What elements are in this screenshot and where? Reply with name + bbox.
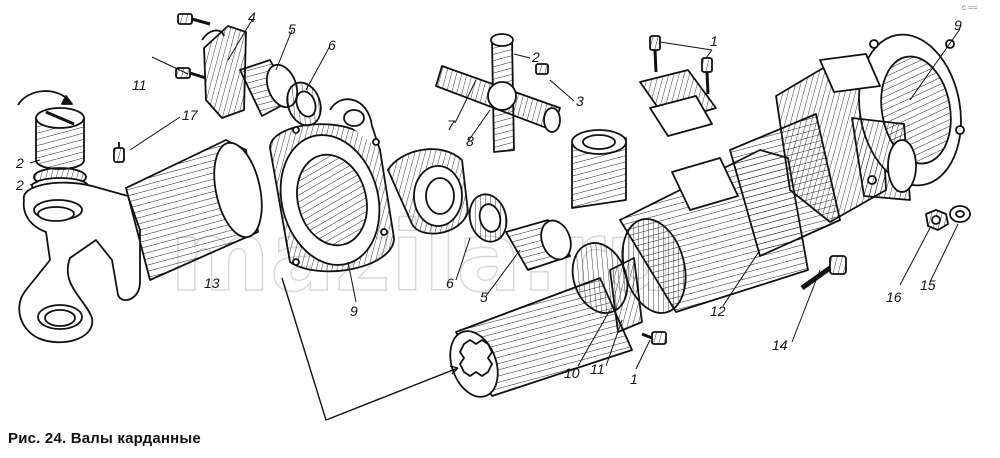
corner-mark: c ==: [962, 3, 978, 12]
callout-2-top: 2: [531, 49, 540, 65]
universal-joint-cross-7-8: [435, 33, 561, 153]
callout-leaders: [29, 19, 961, 370]
callout-5-centre: 5: [480, 289, 488, 305]
washer-15: [949, 205, 971, 223]
callout-3: 3: [576, 93, 584, 109]
grease-nipple-17: [113, 142, 125, 163]
lock-plate-top-right: [639, 69, 717, 137]
callout-12: 12: [710, 303, 726, 319]
callout-16: 16: [886, 289, 902, 305]
callout-17: 17: [182, 107, 199, 123]
callout-9-right: 9: [954, 17, 962, 33]
callout-7: 7: [447, 117, 456, 133]
bearing-cup-centre: [571, 129, 627, 209]
callout-6-top: 6: [328, 37, 336, 53]
callout-4: 4: [248, 9, 256, 25]
callout-1-bottom: 1: [630, 371, 638, 387]
callout-8: 8: [466, 133, 474, 149]
nut-16: [925, 209, 949, 231]
lock-plate-11-bottom: [609, 257, 643, 333]
callout-11-top: 11: [132, 77, 147, 93]
splined-shaft: [449, 277, 633, 398]
callout-13: 13: [204, 275, 220, 291]
callout-2-left-lower: 2: [15, 177, 24, 193]
bolts-1-top: [649, 35, 713, 95]
shaft-tube-13: [125, 139, 263, 281]
callout-2-left-upper: 2: [15, 155, 24, 171]
callout-labels: 1 1 2 2 2 3 4 5 5 6 6 7 8 9 9 10 11 11 1…: [15, 9, 962, 387]
callout-10: 10: [564, 365, 580, 381]
callout-1-top: 1: [710, 33, 718, 49]
bearing-cup-5-centre: [505, 219, 572, 271]
figure-caption: Рис. 24. Валы карданные: [8, 430, 201, 447]
cross-right: [851, 117, 917, 201]
lock-plate-4: [201, 25, 247, 119]
bolt-1-bottom: [641, 331, 667, 345]
callout-11-bottom: 11: [590, 361, 605, 377]
yoke-left: [18, 181, 141, 344]
bolt-14: [800, 255, 847, 291]
bearing-cup-left: [31, 107, 89, 195]
callout-14: 14: [772, 337, 788, 353]
seal-6-centre: [468, 193, 508, 243]
callout-9-centre: 9: [350, 303, 358, 319]
bolts-11-top: [175, 13, 211, 80]
callout-6-centre: 6: [446, 275, 454, 291]
callout-15: 15: [920, 277, 936, 293]
flange-yoke-9-centre: [269, 98, 469, 273]
seal-6-top: [286, 81, 322, 127]
assembly-leader-lines: [281, 277, 459, 421]
callout-5-top: 5: [288, 21, 296, 37]
